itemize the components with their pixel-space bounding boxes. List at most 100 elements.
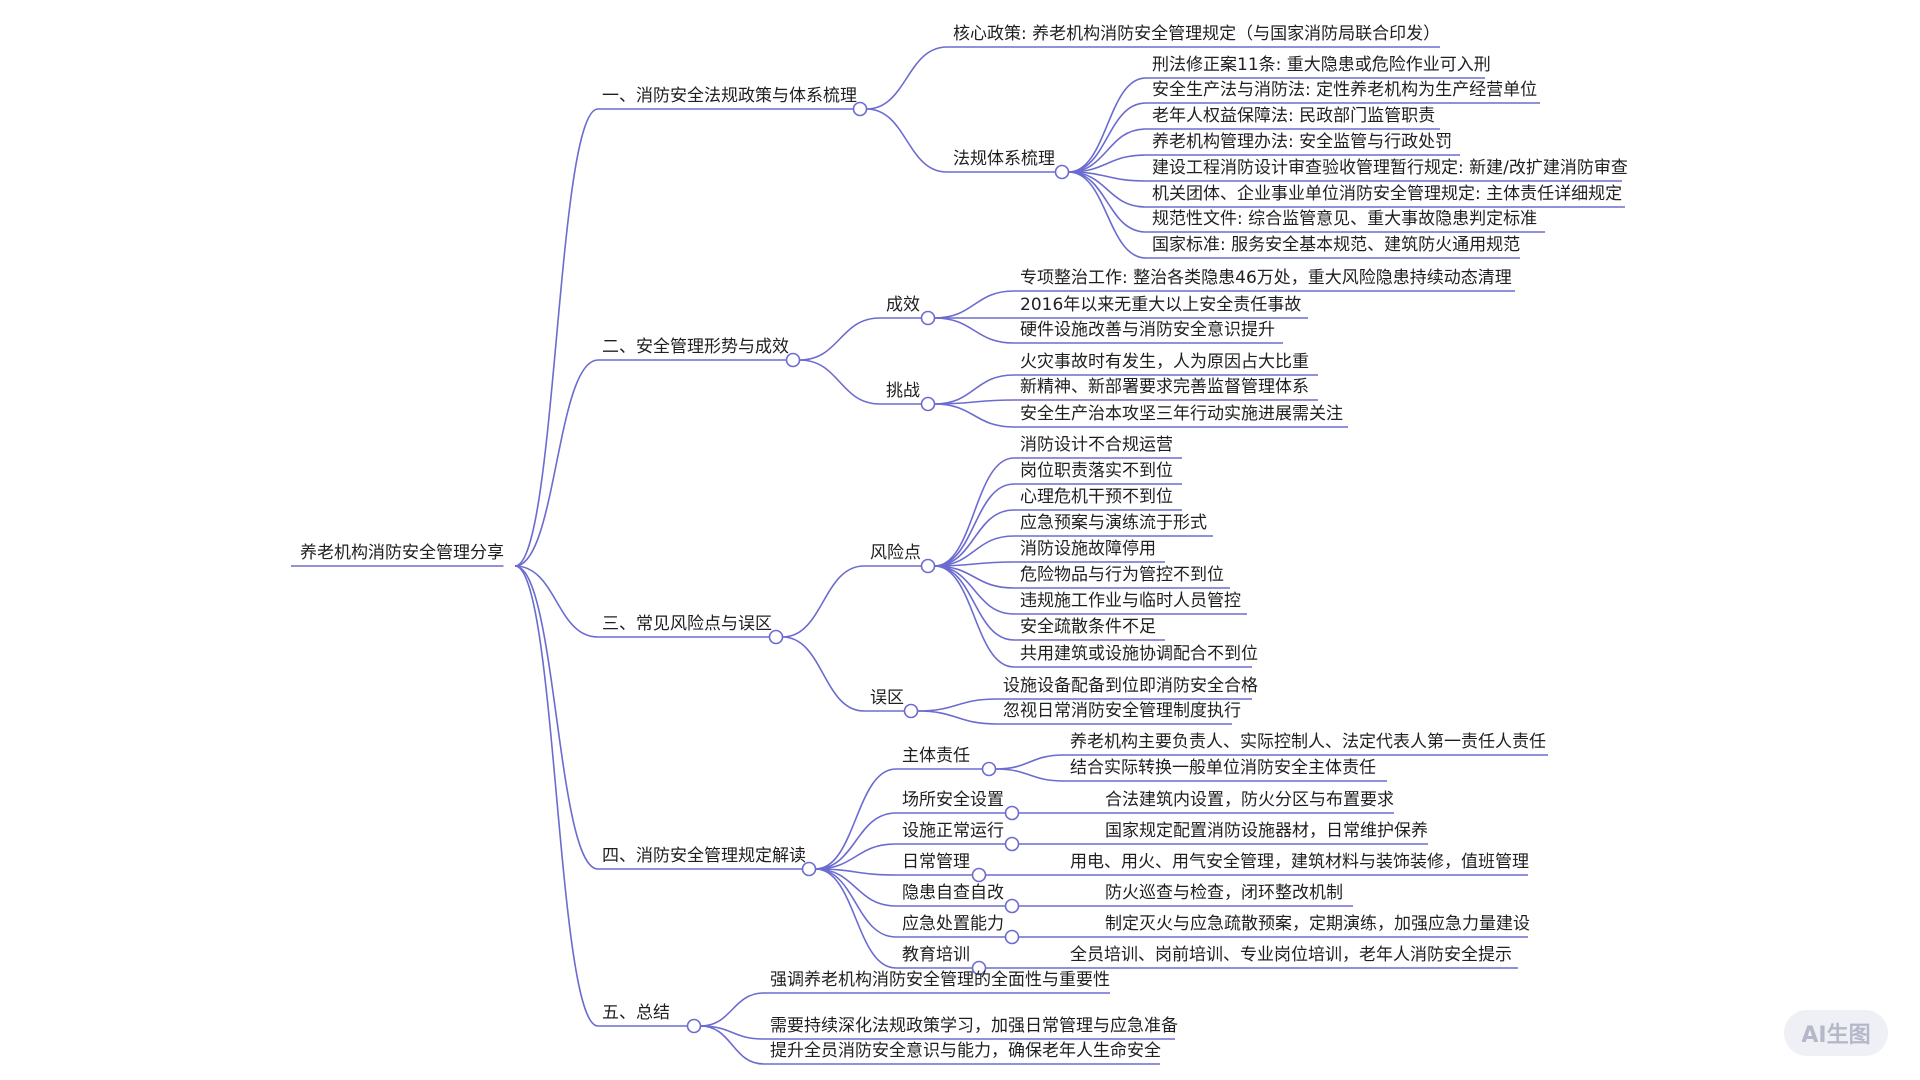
leaf-topic[interactable]: 需要持续深化法规政策学习，加强日常管理与应急准备 xyxy=(770,1016,1178,1036)
leaf-topic[interactable]: 火灾事故时有发生，人为原因占大比重 xyxy=(1020,352,1309,372)
leaf-topic[interactable]: 制定灭火与应急疏散预案，定期演练，加强应急力量建设 xyxy=(1105,914,1530,934)
leaf-topic[interactable]: 消防设施故障停用 xyxy=(1020,539,1156,559)
connector-4-1 xyxy=(815,768,897,870)
leaf-topic[interactable]: 安全生产治本攻坚三年行动实施进展需关注 xyxy=(1020,404,1343,424)
branch-topic-4[interactable]: 四、消防安全管理规定解读 xyxy=(602,846,806,866)
subtopic-node-4-3[interactable] xyxy=(1004,836,1020,852)
connector-4-3 xyxy=(815,843,897,870)
connector-1-1 xyxy=(866,46,948,110)
leaf-topic[interactable]: 共用建筑或设施协调配合不到位 xyxy=(1020,644,1258,664)
branch-topic-1[interactable]: 一、消防安全法规政策与体系梳理 xyxy=(602,86,857,106)
leaf-topic[interactable]: 规范性文件: 综合监管意见、重大事故隐患判定标准 xyxy=(1152,209,1538,229)
subtopic-node-4-6[interactable] xyxy=(1004,929,1020,945)
ai-generate-label: AI生图 xyxy=(1801,1023,1871,1048)
leaf-topic[interactable]: 核心政策: 养老机构消防安全管理规定（与国家消防局联合印发） xyxy=(953,24,1441,44)
leaf-topic[interactable]: 国家标准: 服务安全基本规范、建筑防火通用规范 xyxy=(1152,235,1521,255)
connector-root-branch-3 xyxy=(514,565,599,638)
leaf-topic[interactable]: 岗位职责落实不到位 xyxy=(1020,461,1173,481)
leaf-topic[interactable]: 2016年以来无重大以上安全责任事故 xyxy=(1020,295,1302,315)
subtopic[interactable]: 误区 xyxy=(870,688,904,708)
subtopic[interactable]: 挑战 xyxy=(886,381,920,401)
subtopic[interactable]: 教育培训 xyxy=(902,945,970,965)
leaf-topic[interactable]: 用电、用火、用气安全管理，建筑材料与装饰装修，值班管理 xyxy=(1070,852,1529,872)
subtopic[interactable]: 法规体系梳理 xyxy=(953,149,1055,169)
leaf-topic[interactable]: 国家规定配置消防设施器材，日常维护保养 xyxy=(1105,821,1428,841)
subtopic-node-4-4[interactable] xyxy=(971,867,987,883)
connector-1-2-4 xyxy=(1068,154,1147,173)
subtopic[interactable]: 日常管理 xyxy=(902,852,970,872)
branch-topic-5[interactable]: 五、总结 xyxy=(602,1003,670,1023)
subtopic[interactable]: 成效 xyxy=(886,295,920,315)
connector-4-5 xyxy=(815,868,897,907)
subtopic[interactable]: 隐患自查自改 xyxy=(902,883,1004,903)
root-topic[interactable]: 养老机构消防安全管理分享 xyxy=(300,543,504,563)
subtopic[interactable]: 设施正常运行 xyxy=(902,821,1004,841)
subtopic[interactable]: 主体责任 xyxy=(902,746,970,766)
connector-root-branch-4 xyxy=(514,565,599,870)
leaf-topic[interactable]: 硬件设施改善与消防安全意识提升 xyxy=(1020,320,1275,340)
ai-generate-button[interactable]: AI生图 xyxy=(1784,1010,1888,1056)
connector-1-2-1 xyxy=(1068,77,1147,173)
leaf-topic[interactable]: 专项整治工作: 整治各类隐患46万处，重大风险隐患持续动态清理 xyxy=(1020,268,1512,288)
connector-1-2-3 xyxy=(1068,128,1147,173)
subtopic[interactable]: 风险点 xyxy=(870,543,921,563)
connector-4-6 xyxy=(815,868,897,938)
connector-2-1-3 xyxy=(934,317,1015,344)
connector-2-1-1 xyxy=(934,290,1015,319)
subtopic-node-3-2[interactable] xyxy=(903,703,919,719)
connector-3-1-7 xyxy=(934,565,1015,615)
subtopic-node-2-1[interactable] xyxy=(920,310,936,326)
connector-2-2-3 xyxy=(934,403,1015,428)
connector-root-branch-1 xyxy=(514,108,599,567)
leaf-topic[interactable]: 消防设计不合规运营 xyxy=(1020,435,1173,455)
subtopic[interactable]: 场所安全设置 xyxy=(902,790,1004,810)
connector-4-2 xyxy=(815,812,897,870)
leaf-topic[interactable]: 提升全员消防安全意识与能力，确保老年人生命安全 xyxy=(770,1041,1161,1061)
leaf-topic[interactable]: 防火巡查与检查，闭环整改机制 xyxy=(1105,883,1343,903)
subtopic-node-4-1[interactable] xyxy=(981,761,997,777)
leaf-topic[interactable]: 结合实际转换一般单位消防安全主体责任 xyxy=(1070,758,1376,778)
connector-4-1-1 xyxy=(995,754,1065,770)
branch-topic-2[interactable]: 二、安全管理形势与成效 xyxy=(602,337,789,357)
leaf-topic[interactable]: 机关团体、企业事业单位消防安全管理规定: 主体责任详细规定 xyxy=(1152,184,1623,204)
connector-3-1-2 xyxy=(934,483,1015,567)
connector-4-7 xyxy=(815,868,897,969)
subtopic-node-4-2[interactable] xyxy=(1004,805,1020,821)
leaf-topic[interactable]: 安全生产法与消防法: 定性养老机构为生产经营单位 xyxy=(1152,80,1538,100)
leaf-topic[interactable]: 养老机构主要负责人、实际控制人、法定代表人第一责任人责任 xyxy=(1070,732,1546,752)
leaf-topic[interactable]: 强调养老机构消防安全管理的全面性与重要性 xyxy=(770,970,1110,990)
branch-node-5[interactable] xyxy=(686,1018,702,1034)
leaf-topic[interactable]: 刑法修正案11条: 重大隐患或危险作业可入刑 xyxy=(1152,55,1491,75)
leaf-topic[interactable]: 违规施工作业与临时人员管控 xyxy=(1020,591,1241,611)
leaf-topic[interactable]: 应急预案与演练流于形式 xyxy=(1020,513,1207,533)
leaf-topic[interactable]: 新精神、新部署要求完善监督管理体系 xyxy=(1020,377,1309,397)
subtopic-node-3-1[interactable] xyxy=(920,558,936,574)
leaf-topic[interactable]: 忽视日常消防安全管理制度执行 xyxy=(1003,701,1241,721)
leaf-topic[interactable]: 老年人权益保障法: 民政部门监管职责 xyxy=(1152,106,1436,126)
branch-topic-3[interactable]: 三、常见风险点与误区 xyxy=(602,614,772,634)
connector-2-2-2 xyxy=(934,399,1015,405)
leaf-topic[interactable]: 危险物品与行为管控不到位 xyxy=(1020,565,1224,585)
subtopic-node-2-2[interactable] xyxy=(920,396,936,412)
connector-2-2-1 xyxy=(934,374,1015,405)
connector-3-1-4 xyxy=(934,535,1015,567)
connector-4-1-2 xyxy=(995,768,1065,782)
leaf-topic[interactable]: 全员培训、岗前培训、专业岗位培训，老年人消防安全提示 xyxy=(1070,945,1512,965)
connector-3-2 xyxy=(782,636,865,712)
leaf-topic[interactable]: 建设工程消防设计审查验收管理暂行规定: 新建/改扩建消防审查 xyxy=(1152,158,1628,178)
leaf-topic[interactable]: 设施设备配备到位即消防安全合格 xyxy=(1003,676,1258,696)
connector-3-1 xyxy=(782,565,865,638)
connector-5-1 xyxy=(700,992,765,1027)
connector-2-1 xyxy=(799,317,881,361)
subtopic[interactable]: 应急处置能力 xyxy=(902,914,1004,934)
connector-1-2 xyxy=(866,108,948,173)
leaf-topic[interactable]: 合法建筑内设置，防火分区与布置要求 xyxy=(1105,790,1394,810)
subtopic-node-4-5[interactable] xyxy=(1004,898,1020,914)
leaf-topic[interactable]: 安全疏散条件不足 xyxy=(1020,617,1156,637)
connector-3-2-1 xyxy=(917,698,998,712)
connector-5-3 xyxy=(700,1025,765,1065)
subtopic-node-1-2[interactable] xyxy=(1054,164,1070,180)
leaf-topic[interactable]: 心理危机干预不到位 xyxy=(1020,487,1173,507)
leaf-topic[interactable]: 养老机构管理办法: 安全监管与行政处罚 xyxy=(1152,132,1453,152)
